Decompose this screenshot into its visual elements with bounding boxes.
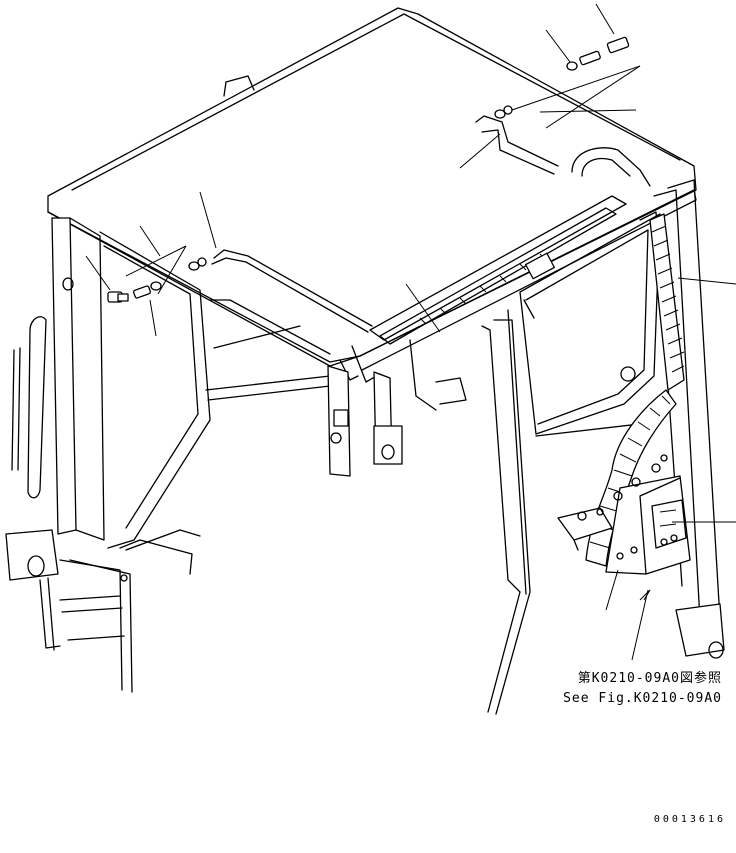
right-door-frame	[481, 213, 661, 715]
fastener-group-left	[107, 257, 207, 303]
spacer-icon	[579, 50, 601, 66]
left-side-frame	[99, 231, 331, 549]
nut-icon	[188, 257, 207, 271]
bolt-icon	[606, 36, 630, 54]
roof-handle-loop	[571, 147, 651, 187]
bolt-icon	[107, 291, 129, 303]
roof-grab-rail-left	[211, 249, 373, 333]
reference-note: 第K0210-09A0図参照 See Fig.K0210-09A0	[563, 670, 722, 706]
washer-icon	[566, 61, 578, 71]
left-front-pillar	[5, 217, 105, 581]
roof-grab-rail-right	[475, 115, 559, 175]
rear-center-posts	[327, 339, 467, 477]
left-handrail	[11, 316, 47, 499]
leader-lines	[85, 3, 736, 661]
mounting-bracket	[557, 454, 668, 560]
step-ladder	[39, 529, 201, 693]
right-main-pillar	[639, 179, 725, 659]
front-trim-strip	[369, 195, 627, 345]
door-weather-strip	[649, 213, 685, 391]
reference-note-ja: 第K0210-09A0図参照	[578, 670, 722, 686]
washer-icon	[150, 281, 162, 291]
weather-strip-hatching	[651, 225, 685, 373]
heater-unit-box	[605, 475, 691, 575]
reference-note-en: See Fig.K0210-09A0	[563, 691, 722, 706]
drawing-number: 00013616	[654, 814, 726, 825]
fastener-group-top	[494, 36, 630, 119]
spacer-icon	[133, 285, 151, 299]
